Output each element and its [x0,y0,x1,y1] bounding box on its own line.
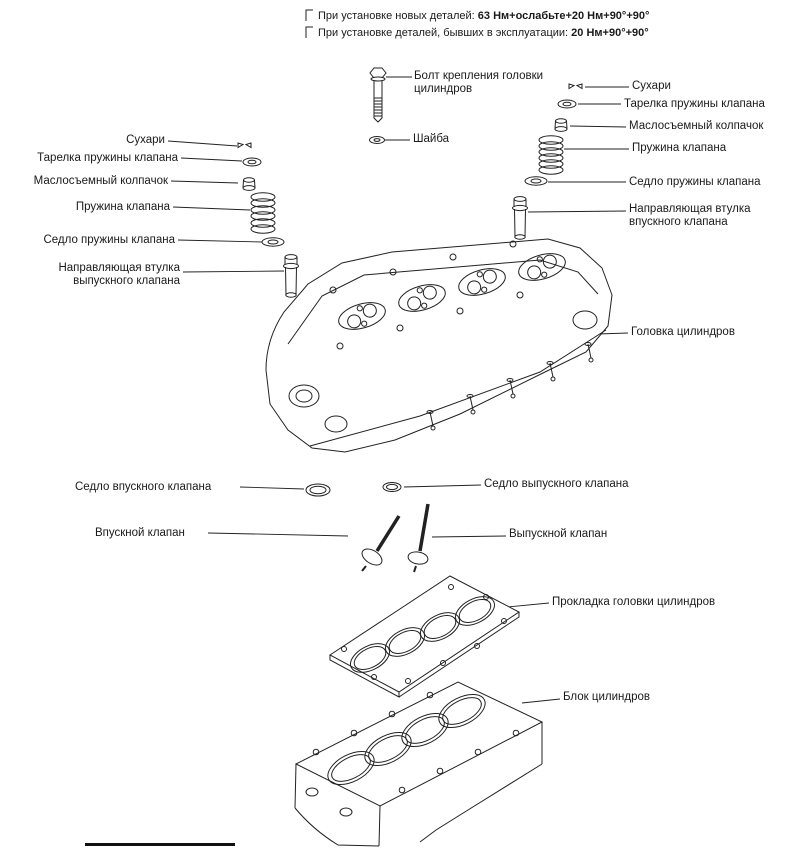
label-valve-keepers-right: Сухари [632,80,671,92]
label-valve-seal-right: Маслосъемный колпачок [629,120,764,132]
head-gasket-drawing [329,575,520,698]
cylinder-block-drawing [294,681,544,847]
note-used-parts: При установке деталей, бывших в эксплуат… [318,27,649,40]
valve-spring-left-drawing [250,192,276,234]
spring-retainer-left-drawing [242,157,262,167]
note-used-parts-value: 20 Нм+90°+90° [571,27,649,39]
intake-valve-drawing [361,515,401,572]
label-spring-retainer-right: Тарелка пружины клапана [624,98,765,110]
label-intake-valve-guide: Направляющая втулка впускного клапана [629,203,751,228]
label-cylinder-head: Головка цилиндров [631,326,735,338]
label-spring-seat-left: Седло пружины клапана [43,234,175,246]
valve-seal-left-drawing [242,177,256,191]
cutoff-line [85,843,235,846]
valve-spring-right-drawing [538,135,564,175]
label-exhaust-valve-guide: Направляющая втулка выпускного клапана [58,262,180,287]
label-intake-valve: Впускной клапан [95,527,185,539]
label-valve-spring-right: Пружина клапана [632,142,727,154]
label-valve-seal-left: Маслосъемный колпачок [33,175,168,187]
spring-retainer-right-drawing [557,99,577,109]
washer-drawing [369,136,385,144]
note-used-parts-text: При установке деталей, бывших в эксплуат… [318,27,572,39]
label-spring-seat-right: Седло пружины клапана [629,176,761,188]
label-spring-retainer-left: Тарелка пружины клапана [37,152,178,164]
note-bracket-icons [305,9,313,38]
valve-seal-right-drawing [554,118,568,132]
leader-lines [167,76,629,704]
valve-guide-left-drawing [283,254,299,298]
intake-valve-seat-drawing [305,483,331,497]
valve-keepers-right-drawing [568,83,583,90]
label-cylinder-block: Блок цилиндров [563,691,650,703]
label-head-gasket: Прокладка головки цилиндров [552,596,716,608]
exhaust-valve-drawing [407,503,430,573]
valve-keepers-left-drawing [237,142,252,149]
label-valve-spring-left: Пружина клапана [75,201,170,213]
note-new-parts-value: 63 Нм+ослабьте+20 Нм+90°+90° [477,10,650,22]
exhaust-valve-seat-drawing [382,482,402,492]
note-new-parts: При установке новых деталей: 63 Нм+ослаб… [318,10,649,23]
head-studs [426,342,594,431]
label-intake-valve-seat: Седло впускного клапана [75,481,212,493]
valve-guide-right-drawing [512,196,528,240]
label-exhaust-valve: Выпускной клапан [509,528,608,540]
spring-seat-right-drawing [524,176,548,186]
head-bolt-drawing [369,67,387,123]
label-washer: Шайба [413,133,450,145]
label-exhaust-valve-seat: Седло выпускного клапана [484,478,629,490]
note-new-parts-text: При установке новых деталей: [318,10,478,22]
cylinder-head-drawing [265,238,613,453]
spring-seat-left-drawing [261,237,285,247]
label-valve-keepers-left: Сухари [126,134,165,146]
label-head-bolt: Болт крепления головки цилиндров [414,70,544,95]
